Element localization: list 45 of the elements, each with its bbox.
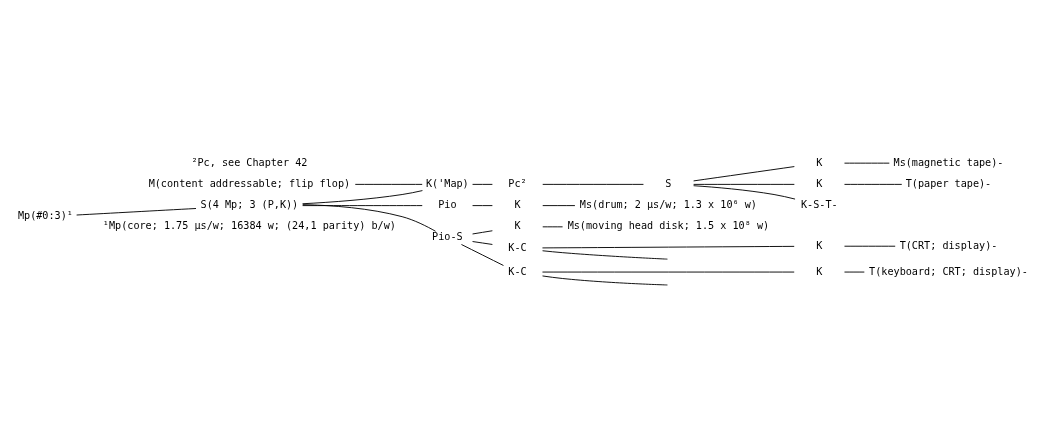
connector (693, 183, 795, 185)
connector (472, 230, 493, 235)
connector (542, 183, 644, 185)
node-text: K-C (508, 241, 527, 253)
node-text: K (816, 239, 823, 251)
connector (693, 166, 795, 182)
node-text: T(CRT; display)- (899, 239, 998, 251)
node-text: K (816, 265, 823, 277)
connector (693, 185, 796, 200)
node-text: Ms(moving head disk; 1.5 x 10⁸ w) (567, 220, 770, 232)
connector (302, 205, 423, 207)
connector (844, 183, 903, 185)
node-text: K (816, 177, 823, 189)
connector (542, 205, 576, 207)
connector (76, 208, 197, 216)
node-text: K (514, 220, 521, 232)
connector (542, 245, 795, 249)
connector (302, 190, 423, 205)
node-text: M(content addressable; flip flop) (148, 177, 351, 189)
node-text: Ms(magnetic tape)- (893, 156, 1004, 168)
node-text: Pc² (508, 177, 527, 189)
node-text: T(paper tape)- (905, 177, 992, 189)
node-text: S(4 Mp; 3 (P,K)) (200, 199, 299, 211)
node-text: T(keyboard; CRT; display)- (869, 265, 1028, 277)
node-text: K (514, 199, 521, 211)
node-text: S (665, 177, 672, 189)
connector (844, 245, 896, 247)
node-text: K-S-T- (800, 199, 838, 211)
connector (302, 204, 437, 232)
connector (472, 205, 493, 207)
node-text: Pio (438, 199, 457, 211)
connector (461, 244, 504, 266)
node-text: K (816, 156, 823, 168)
node-text: Mp(#0:3)¹ (17, 210, 73, 222)
node-text: Pio-S (432, 231, 463, 243)
connector (354, 183, 423, 185)
label: ²Pc, see Chapter 42 (191, 156, 308, 168)
connector (472, 241, 493, 245)
label: ¹Mp(core; 1.75 µs/w; 16384 w; (24,1 parity) b/w) (102, 220, 396, 232)
node-text: Ms(drum; 2 µs/w; 1.3 x 10⁶ w) (579, 199, 757, 211)
connector (542, 275, 668, 286)
node-text: K('Map) (425, 177, 469, 189)
connector (542, 250, 668, 260)
node-text: K-C (508, 265, 527, 277)
connector (472, 183, 493, 185)
